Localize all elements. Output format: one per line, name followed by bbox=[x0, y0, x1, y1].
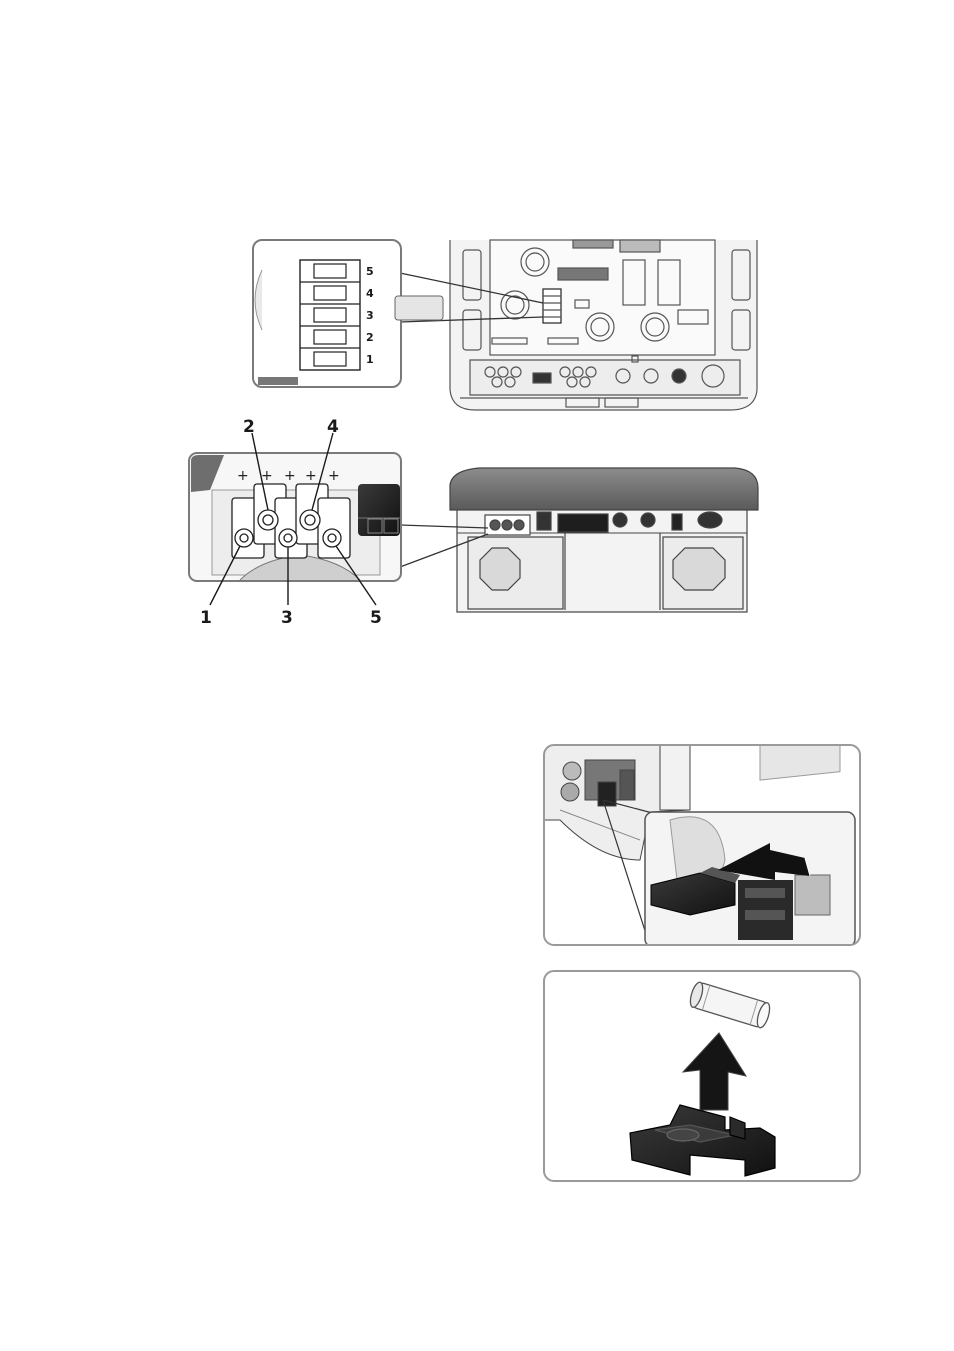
magnifier-lines bbox=[399, 272, 544, 323]
inverter-interior-drawing bbox=[449, 239, 758, 411]
figure-dip-switch: 5 4 3 2 1 bbox=[252, 239, 758, 411]
switch-label-1: 1 bbox=[366, 353, 374, 366]
dip-switch-3[interactable] bbox=[313, 307, 347, 323]
plus-sign-1: + bbox=[237, 468, 249, 484]
dip-switch-block bbox=[300, 263, 360, 367]
plus-sign-3: + bbox=[284, 468, 296, 484]
dip-switch-2[interactable] bbox=[313, 329, 347, 345]
fuse-holder-icon bbox=[629, 1104, 776, 1177]
figure-dc-terminals: + + + + + bbox=[188, 417, 759, 628]
fuse-holder-zoom bbox=[644, 745, 856, 945]
callout-5: 5 bbox=[370, 608, 382, 628]
magnifier-lines-2 bbox=[399, 524, 489, 568]
dip-switch-5[interactable] bbox=[313, 263, 347, 279]
dc-terminal-block bbox=[231, 483, 351, 559]
callout-1: 1 bbox=[200, 608, 212, 628]
switch-label-2: 2 bbox=[366, 331, 374, 344]
callout-4: 4 bbox=[327, 417, 339, 437]
dip-switch-magnifier: 5 4 3 2 1 bbox=[252, 239, 444, 388]
switch-label-5: 5 bbox=[366, 265, 374, 278]
arrow-left-icon bbox=[718, 843, 810, 880]
dc-terminal-magnifier: + + + + + bbox=[188, 432, 402, 606]
switch-label-4: 4 bbox=[366, 287, 374, 300]
plus-sign-5: + bbox=[328, 468, 340, 484]
figure-remove-fuse bbox=[543, 970, 861, 1182]
dip-switch-1[interactable] bbox=[313, 351, 347, 367]
plus-sign-4: + bbox=[305, 468, 317, 484]
switch-label-3: 3 bbox=[366, 309, 374, 322]
arrow-up-icon bbox=[681, 1032, 748, 1111]
callout-2: 2 bbox=[243, 417, 255, 437]
inverter-open-drawing bbox=[544, 745, 691, 861]
plus-sign-2: + bbox=[261, 468, 273, 484]
callout-3: 3 bbox=[281, 608, 293, 628]
figure-remove-fuse-holder bbox=[543, 744, 861, 946]
dip-switch-4[interactable] bbox=[313, 285, 347, 301]
inverter-front-drawing bbox=[449, 467, 759, 613]
callout-leaders bbox=[209, 432, 377, 606]
fuse-cartridge-icon bbox=[689, 981, 771, 1029]
